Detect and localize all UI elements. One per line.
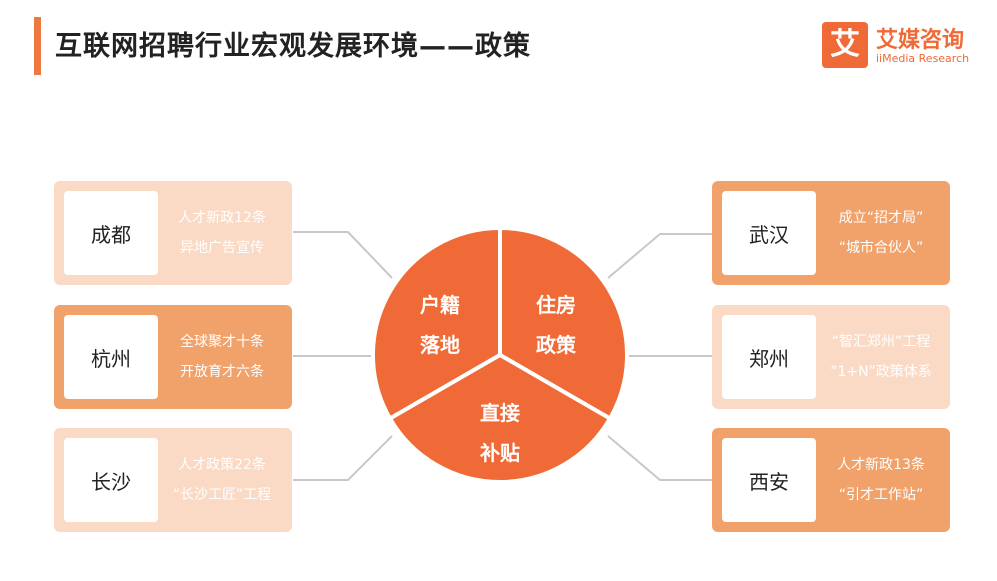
card-changsha: 长沙 人才政策22条 “长沙工匠”工程 xyxy=(54,428,292,532)
card-line-2: “1+N”政策体系 xyxy=(830,364,932,380)
card-city: 武汉 xyxy=(722,191,816,275)
card-line-1: 成立“招才局” xyxy=(838,210,924,226)
policy-pie xyxy=(371,225,629,484)
card-desc: 成立“招才局” “城市合伙人” xyxy=(816,181,946,285)
segment-huji-label-2: 落地 xyxy=(420,333,460,357)
card-desc: 人才新政13条 “引才工作站” xyxy=(816,428,946,532)
segment-huji-label-1: 户籍 xyxy=(420,293,460,317)
card-desc: 全球聚才十条 开放育才六条 xyxy=(157,305,287,409)
logo-name: 艾媒咨询 xyxy=(876,28,965,53)
card-desc: 人才政策22条 “长沙工匠”工程 xyxy=(157,428,287,532)
connector-chengdu xyxy=(293,231,393,279)
card-line-2: “长沙工匠”工程 xyxy=(172,487,272,503)
title-accent-bar xyxy=(34,17,41,75)
card-chengdu: 成都 人才新政12条 异地广告宣传 xyxy=(54,181,292,285)
card-city: 成都 xyxy=(64,191,158,275)
card-line-1: “智汇郑州”工程 xyxy=(831,334,931,350)
card-line-2: “城市合伙人” xyxy=(838,240,924,256)
card-xian: 西安 人才新政13条 “引才工作站” xyxy=(712,428,950,532)
card-line-1: 全球聚才十条 xyxy=(180,334,264,350)
card-desc: 人才新政12条 异地广告宣传 xyxy=(157,181,287,285)
card-line-2: 异地广告宣传 xyxy=(180,240,264,256)
card-zhengzhou: 郑州 “智汇郑州”工程 “1+N”政策体系 xyxy=(712,305,950,409)
card-city: 长沙 xyxy=(64,438,158,522)
segment-zhufang xyxy=(498,225,629,422)
segment-butie-label-2: 补贴 xyxy=(479,441,520,465)
card-city: 郑州 xyxy=(722,315,816,399)
card-hangzhou: 杭州 全球聚才十条 开放育才六条 xyxy=(54,305,292,409)
logo-mark-icon: 艾 xyxy=(822,22,868,68)
segment-zhufang-label-1: 住房 xyxy=(536,293,576,317)
segment-huji xyxy=(371,225,502,422)
card-line-2: “引才工作站” xyxy=(838,487,924,503)
card-line-2: 开放育才六条 xyxy=(180,364,264,380)
card-desc: “智汇郑州”工程 “1+N”政策体系 xyxy=(816,305,946,409)
connector-xian xyxy=(607,435,713,481)
card-wuhan: 武汉 成立“招才局” “城市合伙人” xyxy=(712,181,950,285)
segment-zhufang-label-2: 政策 xyxy=(536,333,577,357)
segment-butie xyxy=(387,352,613,484)
card-line-1: 人才新政13条 xyxy=(837,457,925,473)
iimedia-logo: 艾 艾媒咨询 iiMedia Research xyxy=(822,22,992,70)
card-city: 西安 xyxy=(722,438,816,522)
connector-wuhan xyxy=(607,233,713,279)
page-title: 互联网招聘行业宏观发展环境——政策 xyxy=(55,31,531,62)
card-line-1: 人才政策22条 xyxy=(178,457,266,473)
logo-subtitle: iiMedia Research xyxy=(876,52,970,65)
connector-changsha xyxy=(293,435,393,481)
segment-butie-label-1: 直接 xyxy=(480,401,520,425)
card-city: 杭州 xyxy=(64,315,158,399)
card-line-1: 人才新政12条 xyxy=(178,210,266,226)
